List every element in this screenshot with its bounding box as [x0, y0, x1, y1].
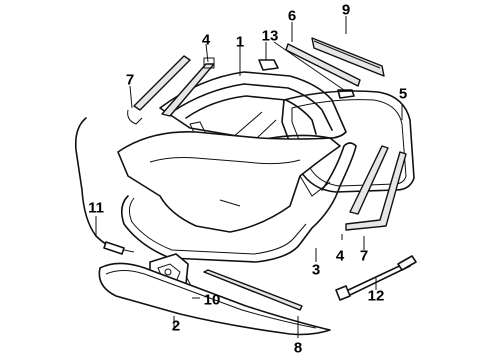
callout-11: 11	[88, 199, 104, 217]
callout-3: 3	[311, 261, 321, 279]
part-4-molding-right	[349, 145, 389, 215]
callout-8: 8	[293, 339, 303, 357]
part-7-strip-right	[345, 151, 407, 231]
callout-5: 5	[398, 85, 408, 103]
callout-2: 2	[171, 317, 181, 335]
callout-12: 12	[367, 287, 385, 305]
part-4-molding-left	[161, 57, 215, 117]
callout-9: 9	[341, 1, 351, 19]
part-8-lower-molding	[203, 269, 303, 311]
part-11-stay-cable	[74, 117, 135, 255]
part-3-hatch-seal	[120, 142, 357, 263]
part-1-hatch-door	[117, 71, 347, 233]
callout-4-lower: 4	[335, 247, 345, 265]
part-6-strip	[285, 43, 361, 87]
leader-lines	[95, 16, 403, 338]
part-7-strip-left	[127, 55, 191, 125]
callout-7-lower: 7	[359, 247, 369, 265]
callout-4-upper: 4	[201, 31, 211, 49]
part-2-spoiler	[98, 262, 331, 336]
part-9-upper-molding	[311, 37, 385, 77]
part-12-support-strut	[335, 255, 417, 301]
callout-13: 13	[261, 27, 279, 45]
callout-10: 10	[203, 291, 221, 309]
callout-6: 6	[287, 7, 297, 25]
callout-1: 1	[235, 33, 245, 51]
callout-7-upper: 7	[125, 71, 135, 89]
part-13-clip-upper	[258, 59, 279, 71]
